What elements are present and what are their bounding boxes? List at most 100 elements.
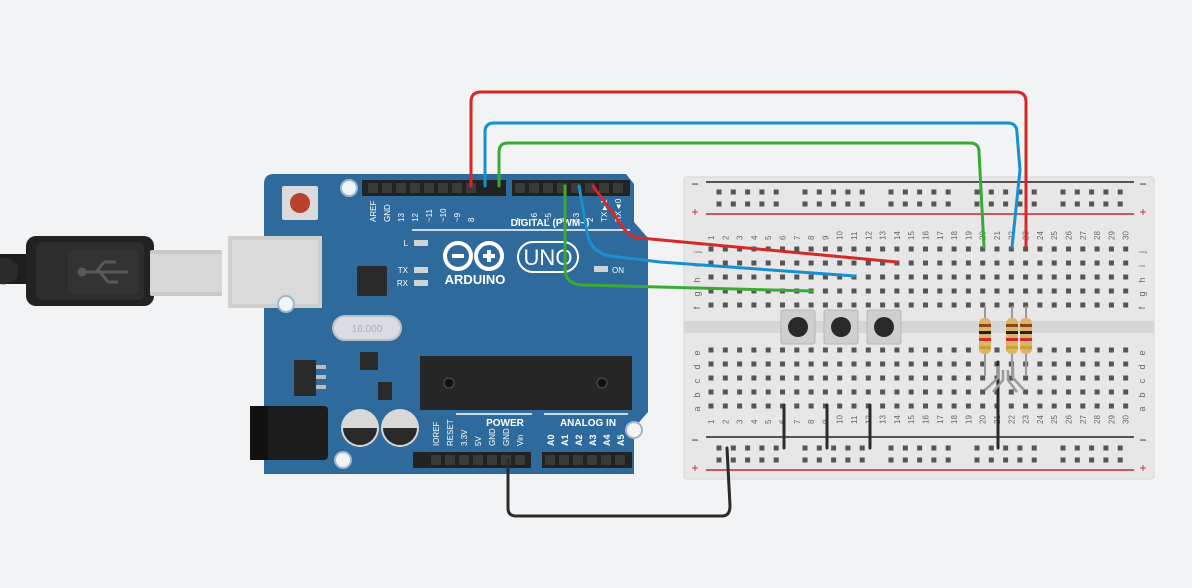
tie-hole[interactable] (708, 288, 714, 294)
tie-hole[interactable] (951, 274, 957, 280)
tie-hole[interactable] (794, 403, 800, 409)
tie-hole[interactable] (737, 288, 743, 294)
rail-hole[interactable] (745, 457, 751, 463)
rail-hole[interactable] (917, 445, 923, 451)
tie-hole[interactable] (908, 288, 914, 294)
tie-hole[interactable] (937, 260, 943, 266)
tie-hole[interactable] (1023, 260, 1029, 266)
tie-hole[interactable] (1094, 274, 1100, 280)
rail-hole[interactable] (931, 445, 937, 451)
rail-hole[interactable] (988, 189, 994, 195)
tie-hole[interactable] (965, 403, 971, 409)
rail-hole[interactable] (1003, 457, 1009, 463)
tie-hole[interactable] (908, 403, 914, 409)
tie-hole[interactable] (794, 260, 800, 266)
tie-hole[interactable] (808, 274, 814, 280)
tie-hole[interactable] (808, 403, 814, 409)
rail-hole[interactable] (802, 457, 808, 463)
tie-hole[interactable] (937, 389, 943, 395)
rail-hole[interactable] (759, 201, 765, 207)
tie-hole[interactable] (1066, 375, 1071, 381)
tie-hole[interactable] (965, 260, 971, 266)
tie-hole[interactable] (851, 361, 857, 367)
tie-hole[interactable] (722, 246, 728, 252)
tie-hole[interactable] (751, 288, 757, 294)
tie-hole[interactable] (1066, 288, 1071, 294)
tie-hole[interactable] (908, 246, 914, 252)
rail-hole[interactable] (859, 457, 865, 463)
tie-hole[interactable] (851, 375, 857, 381)
header-pin[interactable] (424, 183, 434, 193)
tie-hole[interactable] (837, 375, 843, 381)
rail-hole[interactable] (845, 457, 851, 463)
tie-hole[interactable] (980, 288, 986, 294)
header-pin[interactable] (410, 183, 420, 193)
tie-hole[interactable] (737, 403, 743, 409)
tie-hole[interactable] (894, 389, 900, 395)
tie-hole[interactable] (737, 347, 743, 353)
tie-hole[interactable] (994, 302, 1000, 308)
green-wire-pin8[interactable] (497, 141, 986, 249)
tie-hole[interactable] (1123, 274, 1129, 280)
tie-hole[interactable] (851, 260, 857, 266)
rail-hole[interactable] (773, 201, 779, 207)
rail-hole[interactable] (1017, 189, 1023, 195)
tie-hole[interactable] (1080, 246, 1086, 252)
rail-hole[interactable] (1074, 457, 1080, 463)
tie-hole[interactable] (1108, 403, 1114, 409)
tie-hole[interactable] (965, 347, 971, 353)
tie-hole[interactable] (751, 361, 757, 367)
header-pin[interactable] (452, 183, 462, 193)
tie-hole[interactable] (1108, 389, 1114, 395)
tie-hole[interactable] (737, 302, 743, 308)
tie-hole[interactable] (980, 403, 986, 409)
rail-hole[interactable] (888, 201, 894, 207)
rail-hole[interactable] (802, 445, 808, 451)
rail-hole[interactable] (802, 189, 808, 195)
rail-hole[interactable] (1060, 201, 1066, 207)
header-pin[interactable] (501, 455, 511, 465)
tie-hole[interactable] (737, 246, 743, 252)
header-pin[interactable] (573, 455, 583, 465)
rail-hole[interactable] (1103, 201, 1109, 207)
tie-hole[interactable] (965, 246, 971, 252)
tie-hole[interactable] (1008, 403, 1014, 409)
tie-hole[interactable] (722, 288, 728, 294)
header-pin[interactable] (382, 183, 392, 193)
tie-hole[interactable] (851, 403, 857, 409)
tie-hole[interactable] (780, 260, 785, 266)
tie-hole[interactable] (851, 389, 857, 395)
resistor[interactable] (979, 306, 991, 376)
tie-hole[interactable] (980, 260, 986, 266)
tie-hole[interactable] (980, 389, 986, 395)
tie-hole[interactable] (1108, 375, 1114, 381)
tie-hole[interactable] (937, 403, 943, 409)
rail-hole[interactable] (745, 445, 751, 451)
tie-hole[interactable] (780, 389, 785, 395)
tie-hole[interactable] (1051, 403, 1057, 409)
tie-hole[interactable] (822, 274, 828, 280)
tie-hole[interactable] (1023, 274, 1029, 280)
rail-hole[interactable] (988, 457, 994, 463)
tie-hole[interactable] (737, 389, 743, 395)
tie-hole[interactable] (1123, 347, 1129, 353)
tie-hole[interactable] (1094, 361, 1100, 367)
tie-hole[interactable] (894, 302, 900, 308)
rail-hole[interactable] (1017, 201, 1023, 207)
tie-hole[interactable] (808, 375, 814, 381)
tie-hole[interactable] (751, 260, 757, 266)
tie-hole[interactable] (1094, 389, 1100, 395)
blue-wire-pin3[interactable] (577, 184, 857, 278)
tie-hole[interactable] (765, 403, 771, 409)
rail-hole[interactable] (773, 457, 779, 463)
tie-hole[interactable] (722, 403, 728, 409)
tie-hole[interactable] (908, 375, 914, 381)
tie-hole[interactable] (751, 302, 757, 308)
rail-hole[interactable] (845, 201, 851, 207)
rail-hole[interactable] (816, 189, 822, 195)
tie-hole[interactable] (1094, 246, 1100, 252)
power-analog-header[interactable] (413, 452, 632, 468)
tie-hole[interactable] (994, 260, 1000, 266)
rail-hole[interactable] (730, 445, 736, 451)
